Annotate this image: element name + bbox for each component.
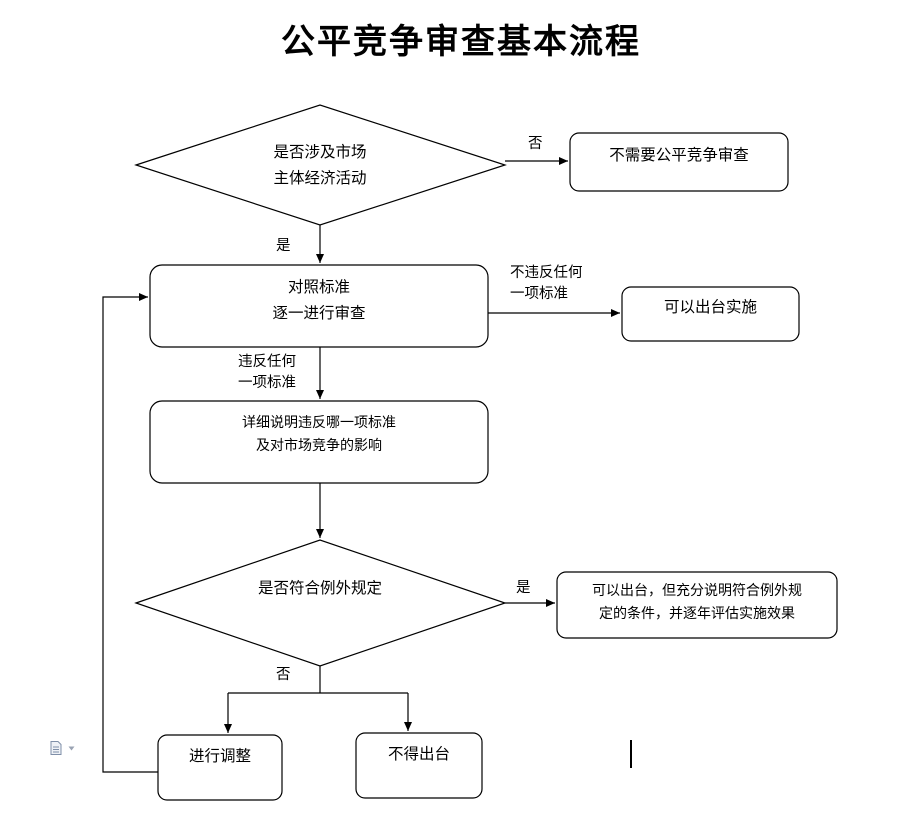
compare-line1: 对照标准: [287, 278, 350, 296]
compare-pass-line2: 一项标准: [510, 286, 568, 302]
edge-label-exception-yes: 是: [516, 580, 531, 596]
page-title: 公平竞争审查基本流程: [281, 22, 641, 62]
market-decision-line2: 主体经济活动: [273, 169, 367, 187]
explain-box: [149, 400, 489, 484]
compare-fail-line2: 一项标准: [238, 375, 296, 391]
conditional-issue-text: 可以出台，但充分说明符合例外规 定的条件，并逐年评估实施效果: [557, 578, 837, 628]
no-review-text: 不需要公平竞争审查: [570, 133, 788, 177]
no-review-label: 不需要公平竞争审查: [609, 146, 749, 164]
edge-label-compare-fail: 违反任何 一项标准: [238, 352, 296, 394]
adjust-text: 进行调整: [158, 740, 282, 772]
compare-pass-line1: 不违反任何: [510, 265, 583, 281]
can-issue-label: 可以出台实施: [663, 298, 757, 316]
explain-line2: 及对市场竞争的影响: [256, 438, 382, 454]
exception-decision-label: 是否符合例外规定: [257, 579, 382, 597]
exception-decision-diamond: [134, 539, 507, 667]
conditional-issue-box: [556, 571, 838, 639]
exception-decision-text: 是否符合例外规定: [200, 574, 440, 602]
not-issue-label: 不得出台: [387, 745, 450, 763]
edge-label-compare-pass: 不违反任何 一项标准: [510, 263, 583, 305]
can-issue-text: 可以出台实施: [622, 287, 799, 327]
not-issue-text: 不得出台: [356, 738, 482, 770]
market-decision-line1: 是否涉及市场: [273, 143, 367, 161]
can-issue-box: [621, 286, 800, 342]
adjust-label: 进行调整: [188, 747, 251, 765]
compare-box: [149, 264, 489, 348]
adjust-box: [157, 734, 283, 801]
compare-fail-line1: 违反任何: [238, 354, 296, 370]
market-decision-text: 是否涉及市场 主体经济活动: [200, 137, 440, 193]
edge-label-exception-no: 否: [276, 667, 291, 683]
no-review-box: [569, 132, 789, 192]
not-issue-box: [355, 732, 483, 799]
compare-line2: 逐一进行审查: [272, 304, 366, 322]
edge-adjust-loop-back: [102, 293, 158, 773]
market-decision-diamond: [134, 104, 507, 226]
compare-text: 对照标准 逐一进行审查: [150, 272, 488, 328]
text-cursor: [630, 740, 632, 768]
edge-label-market-no: 否: [528, 136, 543, 152]
explain-line1: 详细说明违反哪一项标准: [242, 415, 396, 431]
document-icon[interactable]: [50, 741, 62, 755]
dropdown-arrow-icon[interactable]: [68, 746, 75, 751]
conditional-issue-line1: 可以出台，但充分说明符合例外规: [592, 583, 802, 599]
edge-label-market-yes: 是: [276, 238, 291, 254]
explain-text: 详细说明违反哪一项标准 及对市场竞争的影响: [150, 410, 488, 460]
conditional-issue-line2: 定的条件，并逐年评估实施效果: [599, 606, 795, 622]
